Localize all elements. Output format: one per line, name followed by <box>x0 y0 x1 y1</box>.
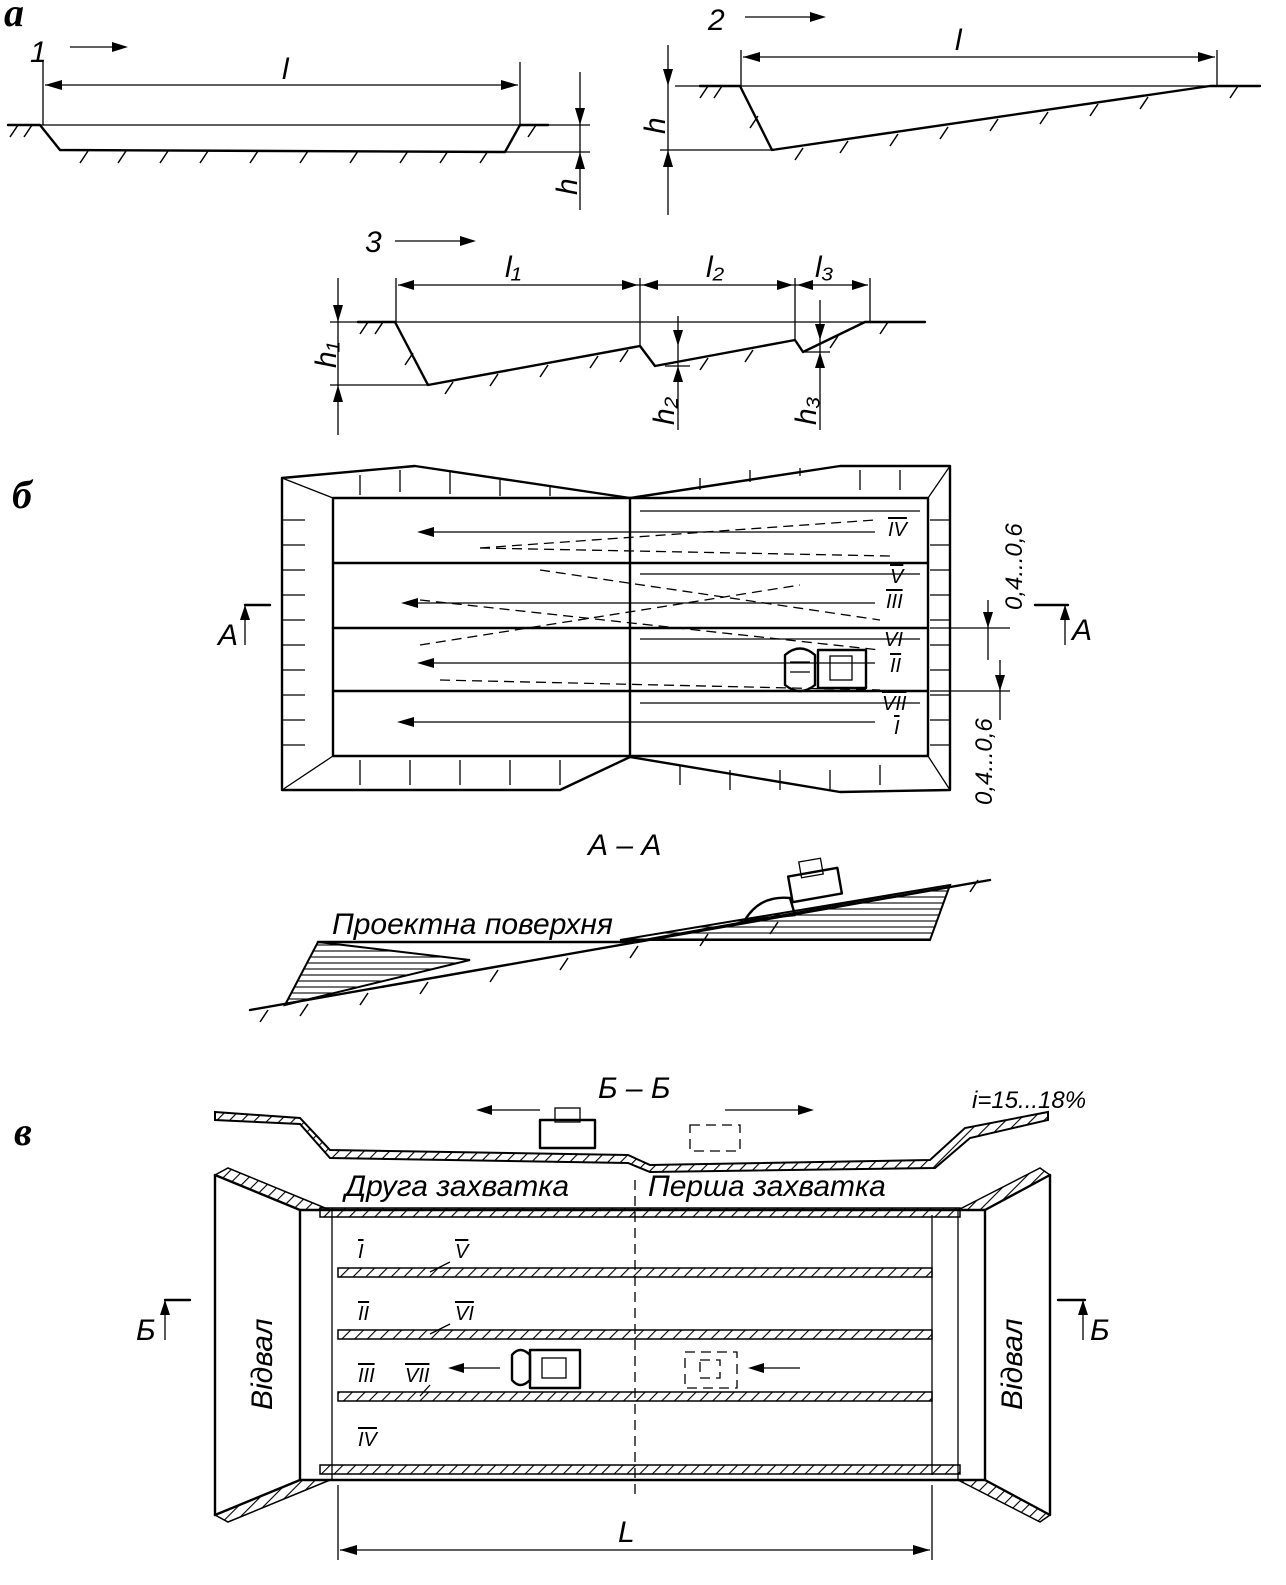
slope-label: i=15...18% <box>972 1087 1086 1114</box>
strip-hatching <box>640 510 920 704</box>
pass-label: VI <box>455 1303 474 1325</box>
length-label-2: l₂ <box>706 251 725 284</box>
second-stage-label: Друга захватка <box>342 1170 569 1203</box>
scheme-3: 3 l₁ l₂ l₃ <box>310 226 927 435</box>
section-mark-left: А <box>216 603 272 652</box>
section-mark-left: Б <box>136 1298 192 1347</box>
bulldozer-dashed-icon <box>684 1351 738 1389</box>
bulldozer-icon <box>783 647 868 693</box>
gap-label-bottom: 0,4...0,6 <box>971 718 998 805</box>
slope-ticks <box>282 468 950 790</box>
length-label: l <box>282 53 290 86</box>
pass-label: IV <box>358 1429 379 1451</box>
gap-label-top: 0,4...0,6 <box>1001 523 1028 610</box>
length-label: l <box>955 24 963 57</box>
scheme-1: 1 l h <box>6 36 590 210</box>
pass-label: I <box>358 1241 364 1263</box>
section-a-profile <box>248 857 992 1023</box>
panel-a: а 1 l <box>4 0 1262 435</box>
pass-label: V <box>455 1241 470 1263</box>
section-b-title: Б – Б <box>598 1072 670 1105</box>
panel-b-label: б <box>12 472 34 517</box>
section-a-title: А – А <box>586 829 661 862</box>
corner-wedge <box>957 1167 1052 1211</box>
first-stage-label: Перша захватка <box>648 1170 886 1203</box>
corner-wedge <box>213 1167 331 1211</box>
scheme-2: 2 l h <box>639 4 1262 215</box>
scheme-3-number: 3 <box>365 226 382 259</box>
corner-wedge <box>957 1479 1052 1523</box>
bulldozer-icon <box>510 1348 582 1390</box>
corner-edge <box>281 755 334 791</box>
depth-label-3: h₃ <box>790 396 823 425</box>
corner-edge <box>927 465 951 499</box>
corner-edge <box>927 755 951 791</box>
dump-label-left: Відвал <box>246 1318 279 1410</box>
pass-arrows <box>397 519 891 727</box>
panel-b: б <box>12 464 1092 1023</box>
section-letter: А <box>1070 614 1092 647</box>
trench-profile <box>6 123 550 154</box>
pass-label: IV <box>888 519 909 541</box>
pass-label: VII <box>882 693 907 715</box>
wedge-profile <box>698 84 1262 152</box>
ground-hatching <box>699 85 1239 161</box>
pass-label: II <box>358 1303 370 1325</box>
length-label-3: l₃ <box>815 251 834 284</box>
ground-hatching <box>9 124 537 164</box>
design-surface-label: Проектна поверхня <box>332 908 613 941</box>
length-label-1: l₁ <box>505 251 521 284</box>
section-b-profile <box>214 1105 1049 1174</box>
pass-label: II <box>890 655 902 677</box>
top-berm <box>319 1207 961 1218</box>
scheme-1-number: 1 <box>30 36 47 69</box>
pass-label: V <box>890 566 905 588</box>
pass-label: I <box>894 717 900 739</box>
length-label: L <box>618 1516 635 1549</box>
bottom-berm <box>319 1464 961 1475</box>
stepped-profile <box>356 320 927 387</box>
plan-outline <box>213 1173 1052 1517</box>
panel-c-label: в <box>14 1109 32 1154</box>
scheme-2-number: 2 <box>707 4 725 37</box>
depth-label: h <box>551 178 584 195</box>
depth-label-1: h₁ <box>310 342 343 368</box>
leader <box>429 1323 451 1335</box>
leader <box>419 1384 431 1397</box>
corner-wedge <box>213 1479 331 1523</box>
pass-label: VI <box>884 629 903 651</box>
panel-a-label: а <box>4 0 24 35</box>
ground-hatching <box>359 321 889 395</box>
section-mark-right: Б <box>1056 1298 1110 1347</box>
depth-label-2: h₂ <box>648 396 681 425</box>
pass-label: VII <box>405 1365 430 1387</box>
pass-label: III <box>886 591 903 613</box>
section-letter: Б <box>136 1314 156 1347</box>
section-letter: А <box>216 619 238 652</box>
leader <box>429 1261 451 1273</box>
panel-c: в Б – Б i=15...18% <box>14 1072 1110 1560</box>
depth-label: h <box>639 117 672 134</box>
section-letter: Б <box>1090 1314 1110 1347</box>
pass-label: III <box>358 1365 375 1387</box>
section-mark-right: А <box>1033 603 1092 647</box>
corner-edge <box>281 477 334 499</box>
dump-label-right: Відвал <box>996 1318 1029 1410</box>
